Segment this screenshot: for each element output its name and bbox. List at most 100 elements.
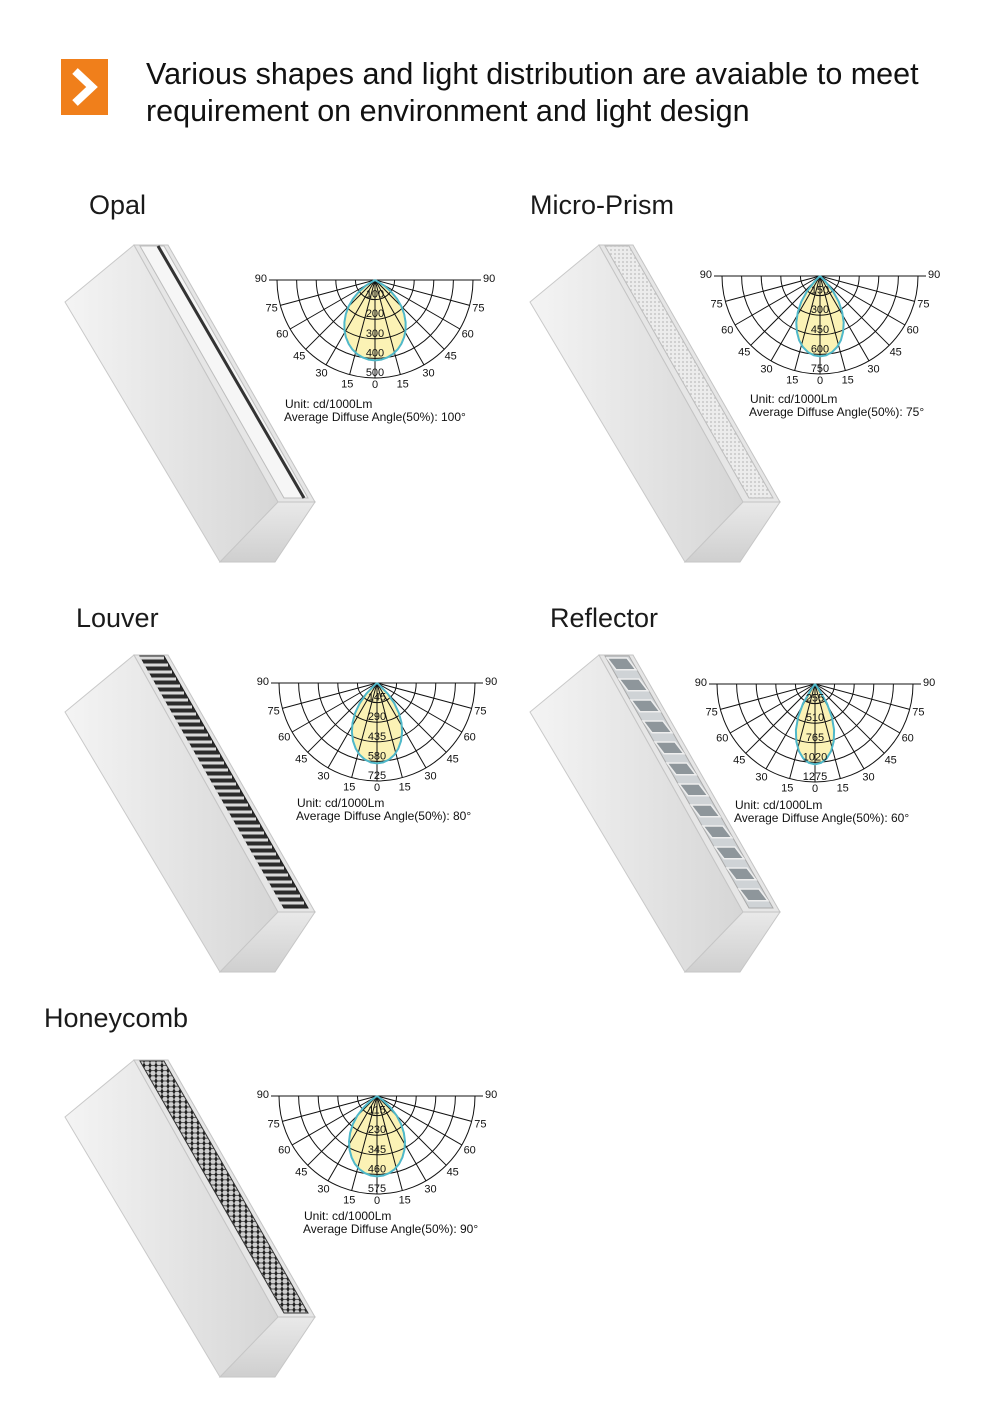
angle-label: 30: [867, 364, 879, 376]
angle-label: 15: [343, 1194, 355, 1206]
grid-spoke: [745, 683, 816, 754]
ring-label: 750: [811, 363, 829, 375]
product-title: Micro-Prism: [530, 190, 674, 220]
grid-spoke: [376, 1095, 463, 1146]
angle-label: 30: [424, 1184, 436, 1196]
ring-label: 230: [368, 1124, 386, 1136]
grid-spoke: [789, 683, 816, 779]
grid-spoke: [729, 683, 816, 734]
grid-spoke: [374, 279, 445, 350]
ring-label: 450: [811, 324, 829, 336]
grid-spoke: [814, 683, 841, 779]
angle-label: 15: [399, 781, 411, 793]
angle-label: 30: [317, 1184, 329, 1196]
angle-label: 45: [447, 1167, 459, 1179]
angle-label: 90: [700, 269, 712, 281]
angle-label: 60: [907, 325, 919, 337]
angle-label: 75: [265, 303, 277, 315]
angle-label: 45: [890, 347, 902, 359]
louver-opening: [139, 655, 309, 909]
angle-label: 15: [837, 782, 849, 794]
reflector-cell: [617, 678, 650, 692]
ring-label: 580: [368, 750, 386, 762]
angle-label: 45: [738, 347, 750, 359]
angle-label: Average Diffuse Angle(50%): 100°: [284, 410, 466, 424]
grid-spoke: [282, 1095, 378, 1122]
angle-label: 45: [733, 755, 745, 767]
heading-line-1: Various shapes and light distribution ar…: [146, 57, 919, 91]
grid-spoke: [376, 682, 472, 709]
grid-spoke: [376, 1095, 427, 1182]
ring-label: 600: [811, 343, 829, 355]
angle-label: 15: [842, 374, 854, 386]
angle-label: 30: [862, 772, 874, 784]
angle-label: 75: [912, 707, 924, 719]
angle-label: 90: [485, 676, 497, 688]
grid-spoke: [725, 275, 821, 302]
reflector-cell: [605, 657, 638, 671]
product-title: Reflector: [550, 603, 659, 633]
chevron-right-icon: [72, 68, 98, 106]
fixture-image: [529, 654, 781, 973]
angle-label: 75: [267, 706, 279, 718]
reflector-cell: [689, 804, 722, 818]
ring-label: 300: [811, 304, 829, 316]
grid-spoke: [291, 1095, 378, 1146]
angle-label: 60: [721, 325, 733, 337]
angle-label: 45: [293, 351, 305, 363]
grid-spoke: [814, 683, 901, 734]
angle-label: 75: [472, 303, 484, 315]
angle-label: 45: [447, 754, 459, 766]
product-title: Honeycomb: [44, 1003, 189, 1033]
ring-label: 725: [368, 770, 386, 782]
grid-spoke: [376, 1095, 447, 1166]
reflector-opening: [604, 655, 774, 909]
prism-diffuser: [604, 245, 774, 499]
ring-label: 300: [366, 328, 384, 340]
angle-label: 90: [485, 1089, 497, 1101]
unit-label: Unit: cd/1000Lm: [735, 798, 823, 812]
ring-label: 345: [368, 1144, 386, 1156]
angle-label: 75: [474, 1119, 486, 1131]
grid-spoke: [819, 275, 846, 371]
unit-label: Unit: cd/1000Lm: [297, 796, 385, 810]
angle-label: 15: [399, 1194, 411, 1206]
grid-spoke: [819, 275, 890, 346]
reflector-cell: [725, 867, 758, 881]
distribution-curve: [795, 275, 845, 358]
angle-label: 0: [374, 1195, 380, 1207]
angle-label: 15: [781, 782, 793, 794]
angle-label: 30: [424, 771, 436, 783]
angle-label: 60: [464, 1145, 476, 1157]
angle-label: 15: [341, 378, 353, 390]
ring-label: 115: [368, 1105, 386, 1117]
grid-spoke: [819, 275, 870, 362]
reflector-cell: [641, 720, 674, 734]
grid-spoke: [376, 682, 463, 733]
diffuser-edge: [156, 245, 306, 499]
reflector-cell: [737, 888, 770, 902]
grid-spoke: [794, 275, 821, 371]
angle-label: 0: [372, 379, 378, 391]
distribution-curve: [794, 683, 836, 766]
grid-spoke: [750, 275, 821, 346]
fixture-image: [529, 244, 781, 563]
reflector-cell: [701, 825, 734, 839]
angle-label: 45: [885, 755, 897, 767]
ring-label: 460: [368, 1163, 386, 1175]
angle-label: 60: [902, 733, 914, 745]
grid-spoke: [280, 279, 376, 306]
ring-label: 1275: [803, 771, 827, 783]
angle-label: 75: [710, 299, 722, 311]
grid-spoke: [770, 275, 821, 362]
angle-label: 30: [317, 771, 329, 783]
reflector-cell: [653, 741, 686, 755]
distribution-curve: [350, 682, 404, 765]
angle-label: Average Diffuse Angle(50%): 60°: [734, 811, 910, 825]
